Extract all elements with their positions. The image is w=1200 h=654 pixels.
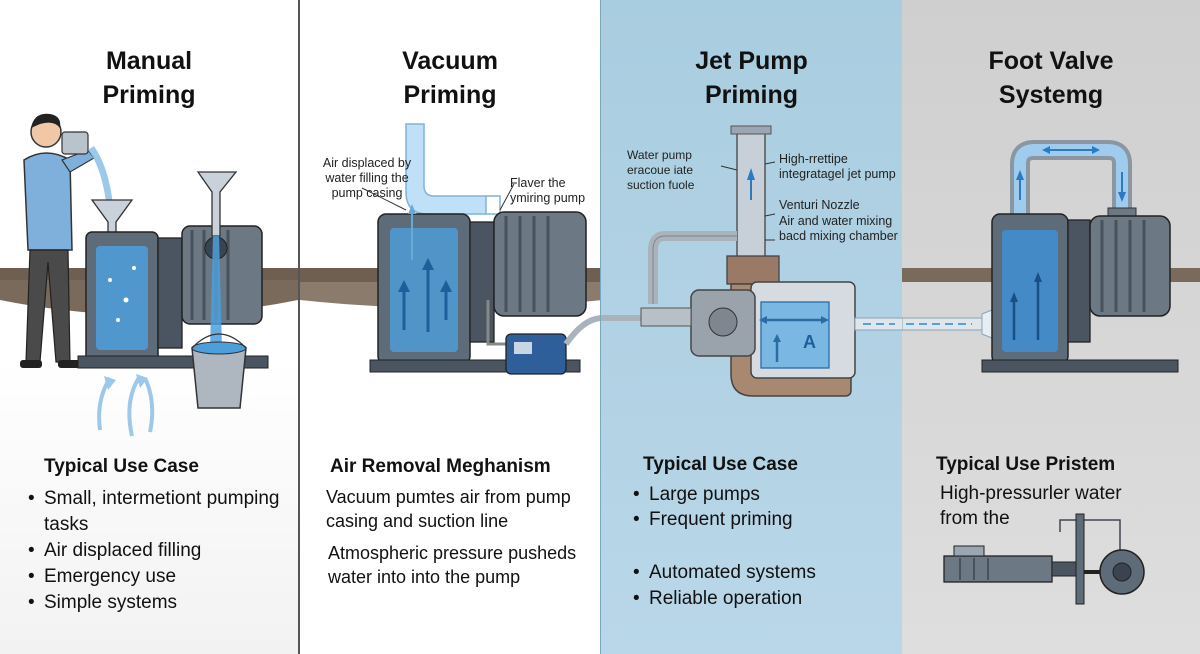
- panel-title: Vacuum Priming: [402, 47, 498, 109]
- use-case-list-2: Automated systems Reliable operation: [633, 560, 895, 612]
- callout-water-pump: Water pump eracoue iate suction fuole: [627, 148, 695, 192]
- list-item: Reliable operation: [633, 586, 895, 612]
- callout-mixing-chamber: Air and water mixing bacd mixing chamber: [779, 214, 898, 243]
- use-case-paragraph: High-pressurler water from the: [940, 483, 1122, 529]
- section-heading: Typical Use Pristem: [936, 454, 1116, 475]
- callout-priming-pump: Flaver the ymiring pump: [510, 176, 586, 205]
- section-heading: Typical Use Case: [44, 456, 199, 477]
- list-item: Large pumps: [633, 482, 895, 507]
- chamber-label: A: [803, 332, 816, 352]
- panel-title: Foot Valve Systemg: [988, 47, 1114, 109]
- use-case-list: Small, intermetiont pumping tasks Air di…: [28, 486, 290, 616]
- mechanism-paragraph-1: Vacuum pumtes air from pump casing and s…: [326, 487, 571, 531]
- list-item: Frequent priming: [633, 507, 895, 532]
- section-heading: Air Removal Meghanism: [330, 456, 551, 477]
- section-heading: Typical Use Case: [643, 454, 798, 475]
- panel-vacuum-priming: Vacuum Priming: [298, 0, 600, 654]
- mechanism-paragraph-2: Atmospheric pressure pusheds water into …: [328, 543, 577, 587]
- foot-valve-illustration: [902, 140, 1200, 373]
- callout-venturi-nozzle: Venturi Nozzle: [779, 198, 860, 212]
- list-item: Simple systems: [28, 590, 290, 616]
- jet-pump-illustration: [601, 125, 902, 397]
- vacuum-priming-illustration: [300, 123, 600, 375]
- small-pump-illustration: [943, 513, 1145, 605]
- panel-jet-pump-priming: Jet Pump Priming Water pu: [600, 0, 902, 654]
- callout-air-displaced: Air displaced by water filling the pump …: [322, 156, 412, 200]
- list-item: Small, intermetiont pumping tasks: [28, 486, 290, 538]
- panel-title: Manual Priming: [102, 47, 196, 109]
- panel-title: Jet Pump Priming: [695, 47, 808, 109]
- manual-priming-illustration: [0, 113, 298, 437]
- list-item: Air displaced filling: [28, 538, 290, 564]
- use-case-list: Large pumps Frequent priming: [633, 482, 895, 532]
- list-item: Emergency use: [28, 564, 290, 590]
- panel-foot-valve: Foot Valve Systemg Typical Use: [902, 0, 1200, 654]
- person-icon: [20, 113, 95, 368]
- list-item: Automated systems: [633, 560, 895, 586]
- callout-jet-pump: High-rrettipe integratagel jet pump: [779, 152, 896, 181]
- panel-manual-priming: Manual Priming: [0, 0, 298, 654]
